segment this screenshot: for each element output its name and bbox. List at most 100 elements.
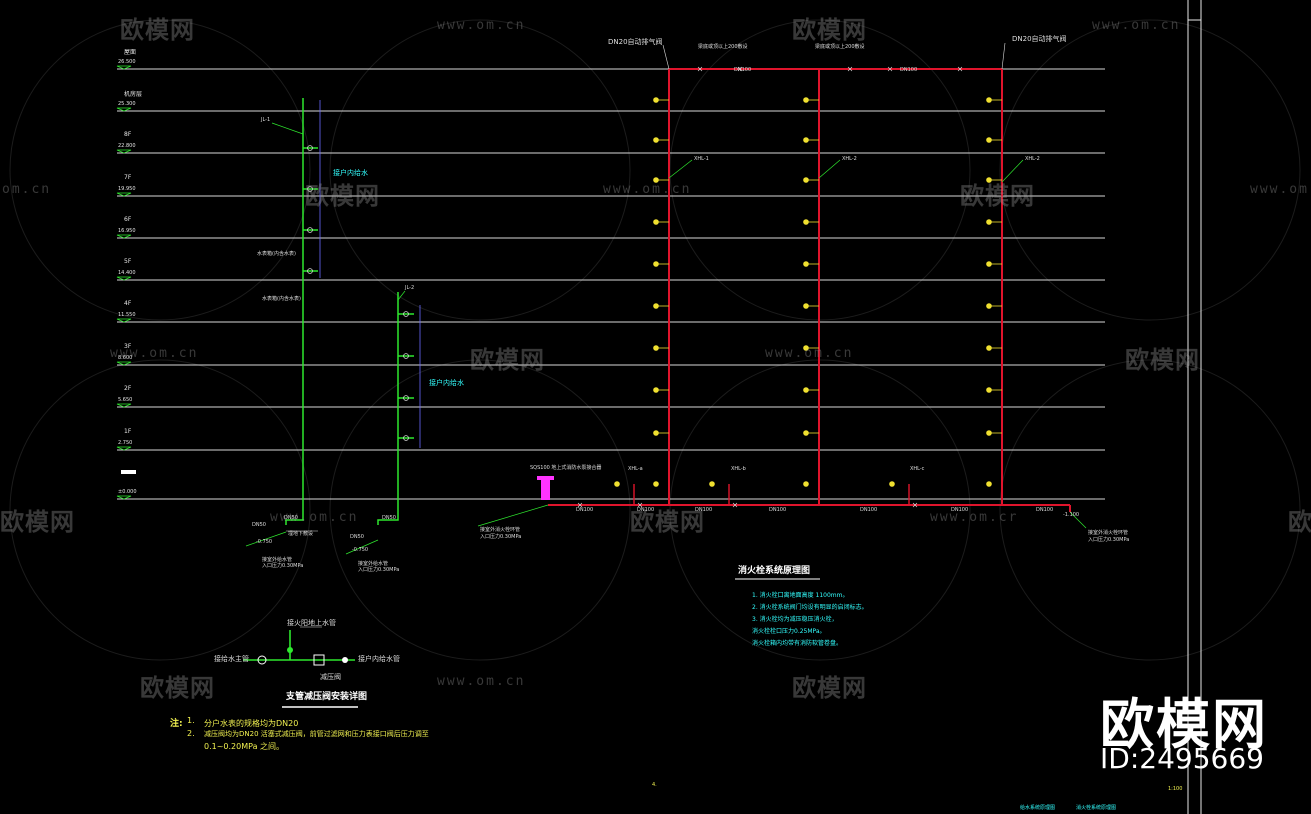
watermark-brand: 欧模网 [305,182,380,210]
leader-line [345,539,379,555]
leader-line [668,159,693,179]
leader-line [245,531,287,547]
watermark-brand: 欧模网 [120,16,195,44]
note-2b: 0.1~0.20MPa 之间。 [204,742,285,751]
pipe-size-label: DN100 [951,507,969,513]
level-name: 7F [124,174,132,181]
notes-prefix: 注: [170,719,183,729]
level-elevation: 25.300 [118,101,136,107]
leader-line [1001,42,1006,70]
detail-top-label: 接火阳地上水管 [287,619,336,627]
level-marker [116,446,132,451]
level-marker [116,318,132,323]
level-elevation: 22.800 [118,143,136,149]
pump-adapter-symbol [541,478,550,500]
hydrant-symbol [803,430,809,436]
watermark-brand: 欧模网 [960,182,1035,210]
hydrant-symbol [986,345,992,351]
watermark-url: www.om.c [1250,182,1311,197]
pipe-size-label: DN100 [860,507,878,513]
hydrant-symbol [653,97,659,103]
pressure-gauge-icon [257,655,267,665]
meter-symbol [403,311,409,317]
valve-tick [577,502,583,508]
valve-icon [287,647,293,653]
pipe-size-label: DN50 [252,522,266,528]
level-marker [116,192,132,197]
meter-symbol [403,435,409,441]
pipe-size-label: DN50 [382,515,396,521]
hydrant-symbol [986,387,992,393]
fire-note-line: 1. 消火栓口离地面高度 1100mm。 [752,592,849,599]
hydrant-symbol [803,481,809,487]
level-elevation: 26.500 [118,59,136,65]
hydrant-symbol [803,137,809,143]
watermark-url: www.om.cn [437,18,526,33]
level-name: 1F [124,428,132,435]
watermark-url: www.om.cn [1092,18,1181,33]
hydrant-symbol [653,261,659,267]
hydrant-symbol [986,261,992,267]
inlet-label: 接室外给水管 [358,561,389,567]
elevation-label: -0.750 [256,539,273,545]
valve-tick [732,502,738,508]
pipe-size-label: DN100 [900,67,918,73]
fire-note-line: 3. 消火栓均为减压稳压消火栓， [752,616,838,623]
fire-note-line: 消火栓箱内均带有消防软管卷盘。 [752,640,843,647]
meter-symbol [307,268,313,274]
detail-left-label: 接给水主管 [214,655,249,663]
inlet-pressure: 入口压力0.30MPa [358,567,400,573]
pipe-size-label: DN50 [350,534,364,540]
meter-symbol [307,145,313,151]
top-pipe-note: 梁底或顶以上200敷设 [698,44,748,50]
hydrant-symbol [803,303,809,309]
level-name: 5F [124,258,132,265]
hydrant-symbol [803,219,809,225]
note-number: 2. [187,729,195,738]
level-marker [116,234,132,239]
base-label-xhl-c: XHL-c [910,466,925,472]
meter-symbol [403,395,409,401]
watermark-brand: 欧模网 [140,674,215,702]
water-pipe [377,292,399,525]
level-marker [116,495,132,500]
watermark-url: www.om.cn [437,674,526,689]
base-label-xhl-b: XHL-b [731,466,746,472]
hydrant-symbol [986,137,992,143]
leader-line [477,504,549,527]
hydrant-symbol [803,387,809,393]
hydrant-symbol [653,177,659,183]
pipe-size-label: DN100 [734,67,752,73]
watermark-brand: 欧模网 [470,346,545,374]
watermark-brand: 欧模网 [1288,508,1311,536]
watermark-url: www.om.cn [765,346,854,361]
fire-note-line: 消火栓栓口压力0.25MPa。 [752,628,826,635]
hydrant-symbol [653,345,659,351]
level-name: 屋面 [124,49,137,56]
level-lines [116,65,1105,500]
title-block-water: 给水系统原理图 [1020,805,1056,811]
elevation-label: -1.100 [1063,512,1080,518]
valve-tick [637,502,643,508]
fire-note-line: 2. 消火栓系统阀门均设有明显的启闭标志。 [752,604,868,611]
brand-logo-text: 欧模网 [1100,693,1268,756]
riser-label-xhl-1: XHL-1 [694,156,709,162]
hydrant-symbol [653,481,659,487]
level-elevation: 11.550 [118,312,136,318]
watermark-url: www.om.cr [930,510,1019,525]
household-supply-label: 接户内给水 [429,379,464,387]
watermark-url: www.om.cn [270,510,359,525]
level-marker [116,107,132,112]
hydrant-symbol [653,430,659,436]
leader-line [1001,159,1024,183]
meter-box-label: 水表箱(内含水表) [262,296,301,302]
hydrant-symbol [986,430,992,436]
inlet-label-left: 接室外消火栓环管 [480,527,521,533]
valve-tick [912,502,918,508]
water-pipe [285,98,304,525]
hydrant-symbol [889,481,895,487]
elevation-label: -0.750 [352,547,369,553]
level-name: 8F [124,131,132,138]
pump-adapter-label: SQS100 地上式消防水泵接合器 [530,465,602,471]
note-2: 减压阀均为DN20 活塞式减压阀，前管过滤网和压力表接口阀后压力调至 [204,730,429,738]
